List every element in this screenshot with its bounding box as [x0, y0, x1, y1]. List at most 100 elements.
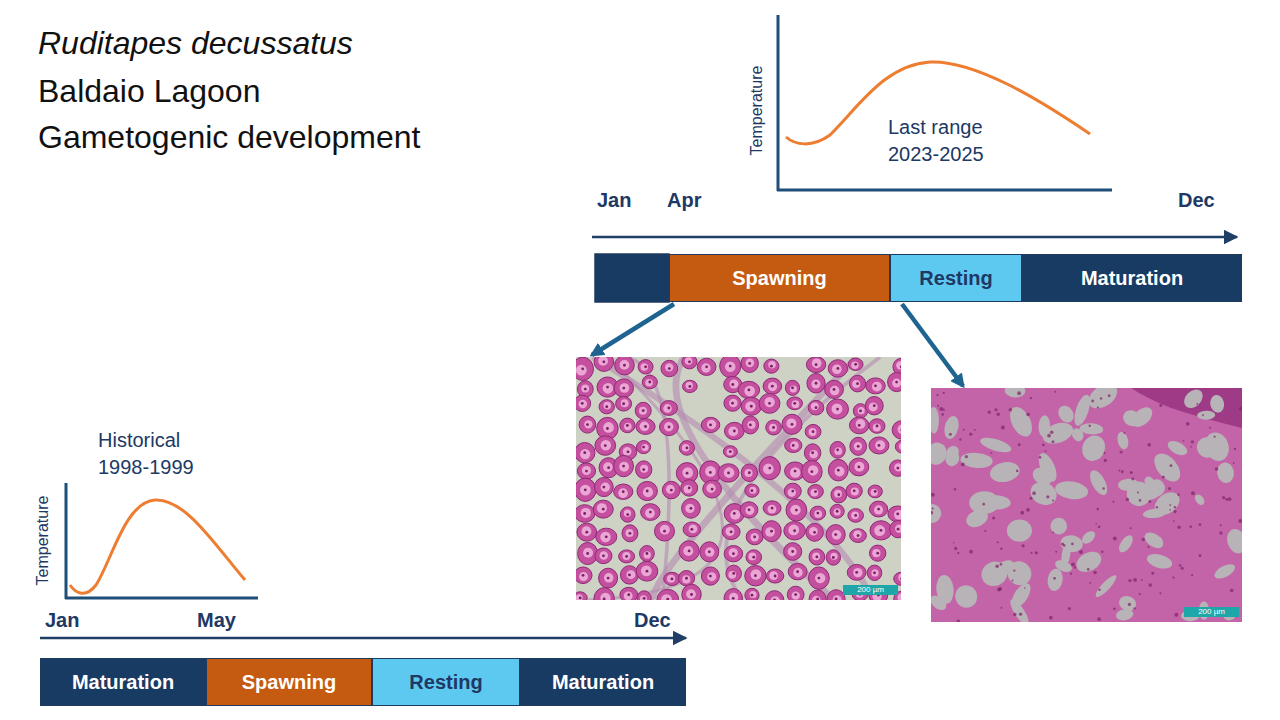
cell-nucleus — [1128, 579, 1131, 582]
nucleolus — [770, 530, 773, 533]
cell-nucleus — [994, 408, 997, 411]
oocyte-nucleus — [768, 361, 776, 369]
oocyte-nucleus — [895, 524, 903, 532]
nucleolus — [836, 367, 839, 370]
oocyte-nucleus — [624, 423, 632, 431]
empty-follicle — [1116, 533, 1135, 555]
oocyte — [785, 380, 799, 395]
oocyte — [640, 546, 655, 562]
nucleolus — [602, 486, 605, 489]
oocyte — [683, 522, 701, 537]
oocyte — [782, 414, 802, 434]
oocyte — [724, 589, 742, 609]
oocyte — [847, 564, 866, 580]
cell-nucleus — [1169, 504, 1171, 506]
cell-nucleus — [995, 564, 999, 568]
cell-nucleus — [1230, 589, 1234, 593]
cell-nucleus — [1121, 470, 1124, 473]
cell-nucleus — [1141, 538, 1145, 542]
cell-nucleus — [1052, 499, 1054, 501]
oocyte — [655, 521, 675, 541]
oocyte-nucleus — [745, 506, 754, 515]
nucleolus — [729, 450, 732, 453]
cell-nucleus — [1047, 434, 1051, 438]
oocyte-nucleus — [894, 510, 904, 520]
oocyte-nucleus — [751, 569, 762, 580]
oocyte-nucleus — [601, 483, 610, 492]
nucleolus — [626, 424, 629, 427]
nucleolus — [833, 388, 836, 391]
oocyte-nucleus — [580, 485, 591, 496]
oocyte — [763, 378, 782, 394]
cell-nucleus — [1020, 511, 1024, 515]
oocyte — [682, 584, 701, 605]
empty-follicle — [1006, 403, 1037, 440]
cell-nucleus — [1186, 422, 1190, 426]
oocyte — [681, 480, 698, 496]
nucleolus — [880, 529, 883, 532]
nucleolus — [585, 470, 588, 473]
cell-nucleus — [1098, 589, 1101, 592]
oocyte — [720, 355, 741, 378]
cell-nucleus — [1071, 543, 1074, 546]
oocyte-nucleus — [748, 552, 756, 560]
oocyte — [593, 500, 613, 518]
cell-nucleus — [1030, 497, 1033, 500]
nucleolus — [900, 365, 903, 368]
cell-nucleus — [1131, 478, 1134, 481]
nucleolus — [832, 556, 835, 559]
oocyte-nucleus — [834, 508, 841, 515]
cell-nucleus — [1130, 471, 1133, 474]
oocyte — [746, 529, 763, 545]
cell-nucleus — [1102, 487, 1105, 490]
nucleolus — [709, 471, 712, 474]
nucleolus — [749, 424, 752, 427]
nucleolus — [709, 575, 712, 578]
nucleolus — [733, 512, 736, 515]
nucleolus — [582, 574, 585, 577]
oocyte-nucleus — [686, 382, 693, 389]
cell-nucleus — [1149, 583, 1153, 587]
nucleolus — [770, 365, 773, 368]
nucleolus — [604, 444, 607, 447]
oocyte — [636, 561, 658, 581]
nucleolus — [836, 448, 839, 451]
oocyte — [679, 541, 699, 561]
oocyte-nucleus — [851, 362, 858, 369]
nucleolus — [646, 570, 649, 573]
nucleolus — [605, 535, 608, 538]
oocyte — [641, 504, 660, 521]
cell-nucleus — [930, 511, 933, 514]
oocyte — [784, 522, 806, 540]
cell-nucleus — [1147, 443, 1151, 447]
maturation-phase: Maturation — [520, 658, 686, 706]
nucleolus — [686, 447, 689, 450]
oocyte-nucleus — [663, 404, 672, 413]
nucleolus — [623, 364, 626, 367]
nucleolus — [709, 424, 712, 427]
oocyte-nucleus — [621, 399, 629, 407]
cell-nucleus — [1042, 444, 1045, 447]
oocyte-nucleus — [744, 469, 752, 477]
cell-nucleus — [1050, 430, 1054, 434]
oocyte — [594, 588, 615, 610]
oocyte-nucleus — [682, 575, 690, 583]
cell-nucleus — [1097, 406, 1099, 408]
oocyte — [869, 437, 889, 454]
oocyte — [830, 441, 845, 458]
nucleolus — [897, 528, 900, 531]
nucleolus — [747, 389, 750, 392]
oocyte — [787, 397, 803, 410]
oocyte-nucleus — [790, 441, 799, 450]
cell-nucleus — [1119, 470, 1121, 472]
cell-nucleus — [1233, 462, 1235, 464]
oocyte-nucleus — [600, 593, 610, 603]
oocyte — [701, 567, 719, 585]
oocyte — [724, 395, 741, 411]
cell-nucleus — [959, 438, 961, 440]
oocyte — [660, 401, 677, 416]
nucleolus — [606, 427, 609, 430]
cell-nucleus — [1024, 587, 1026, 589]
cell-nucleus — [937, 405, 939, 407]
cell-nucleus — [1039, 456, 1042, 459]
